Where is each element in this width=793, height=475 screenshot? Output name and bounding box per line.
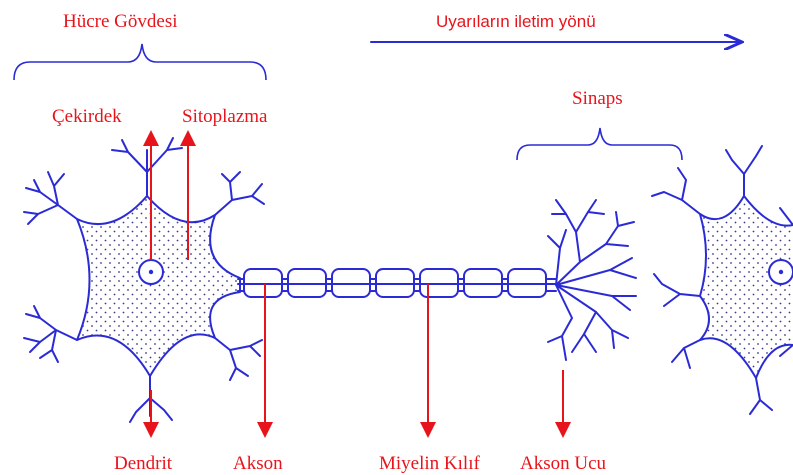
dendrite-top [112, 138, 182, 196]
dendrite-bottom-right [215, 338, 262, 380]
cell-body-brace [14, 44, 266, 80]
cell-body-label: Hücre Gövdesi [63, 11, 178, 32]
dendrite-label: Dendrit [114, 453, 173, 474]
signal-direction-label: Uyarıların iletim yönü [436, 12, 596, 31]
synapse-brace [517, 128, 682, 160]
dendrite-left-bottom [24, 306, 77, 362]
axon-terminal [548, 200, 636, 360]
cytoplasm-label: Sitoplazma [182, 106, 268, 127]
dendrite-top-right [215, 172, 264, 215]
dendrite-left-top [24, 172, 77, 224]
cell-body [77, 196, 240, 376]
axon-terminal-label: Akson Ucu [520, 453, 607, 474]
next-neuron-body [700, 196, 793, 378]
nucleolus [149, 270, 153, 274]
axon-label: Akson [233, 453, 283, 474]
next-neuron-nucleolus [779, 270, 783, 274]
synapse-label: Sinaps [572, 88, 623, 109]
nucleus-label: Çekirdek [52, 106, 122, 127]
myelin-sheath-label: Miyelin Kılıf [379, 453, 480, 474]
